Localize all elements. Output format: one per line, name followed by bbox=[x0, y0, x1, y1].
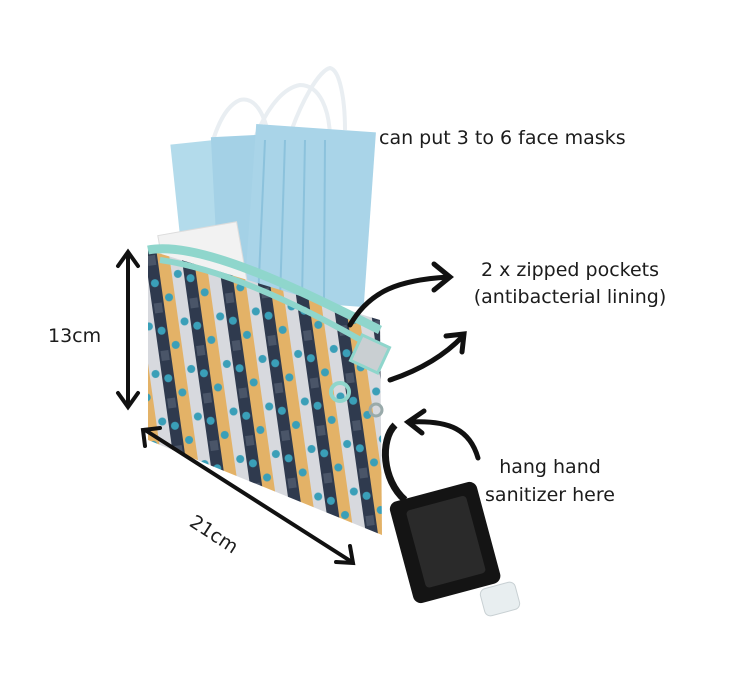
dimension-arrows bbox=[116, 248, 356, 566]
height-dimension-label: 13cm bbox=[48, 325, 102, 347]
sanitizer-label-line2: sanitizer here bbox=[485, 484, 615, 506]
masks-capacity-label: can put 3 to 6 face masks bbox=[379, 127, 626, 149]
sanitizer-label-line1: hang hand bbox=[499, 456, 601, 478]
pockets-label-line1: 2 x zipped pockets bbox=[480, 259, 660, 281]
sanitizer-bottle bbox=[381, 422, 521, 617]
pouch bbox=[147, 244, 392, 535]
callout-arrows bbox=[347, 261, 481, 461]
pockets-label-line2: (antibacterial lining) bbox=[473, 286, 667, 308]
